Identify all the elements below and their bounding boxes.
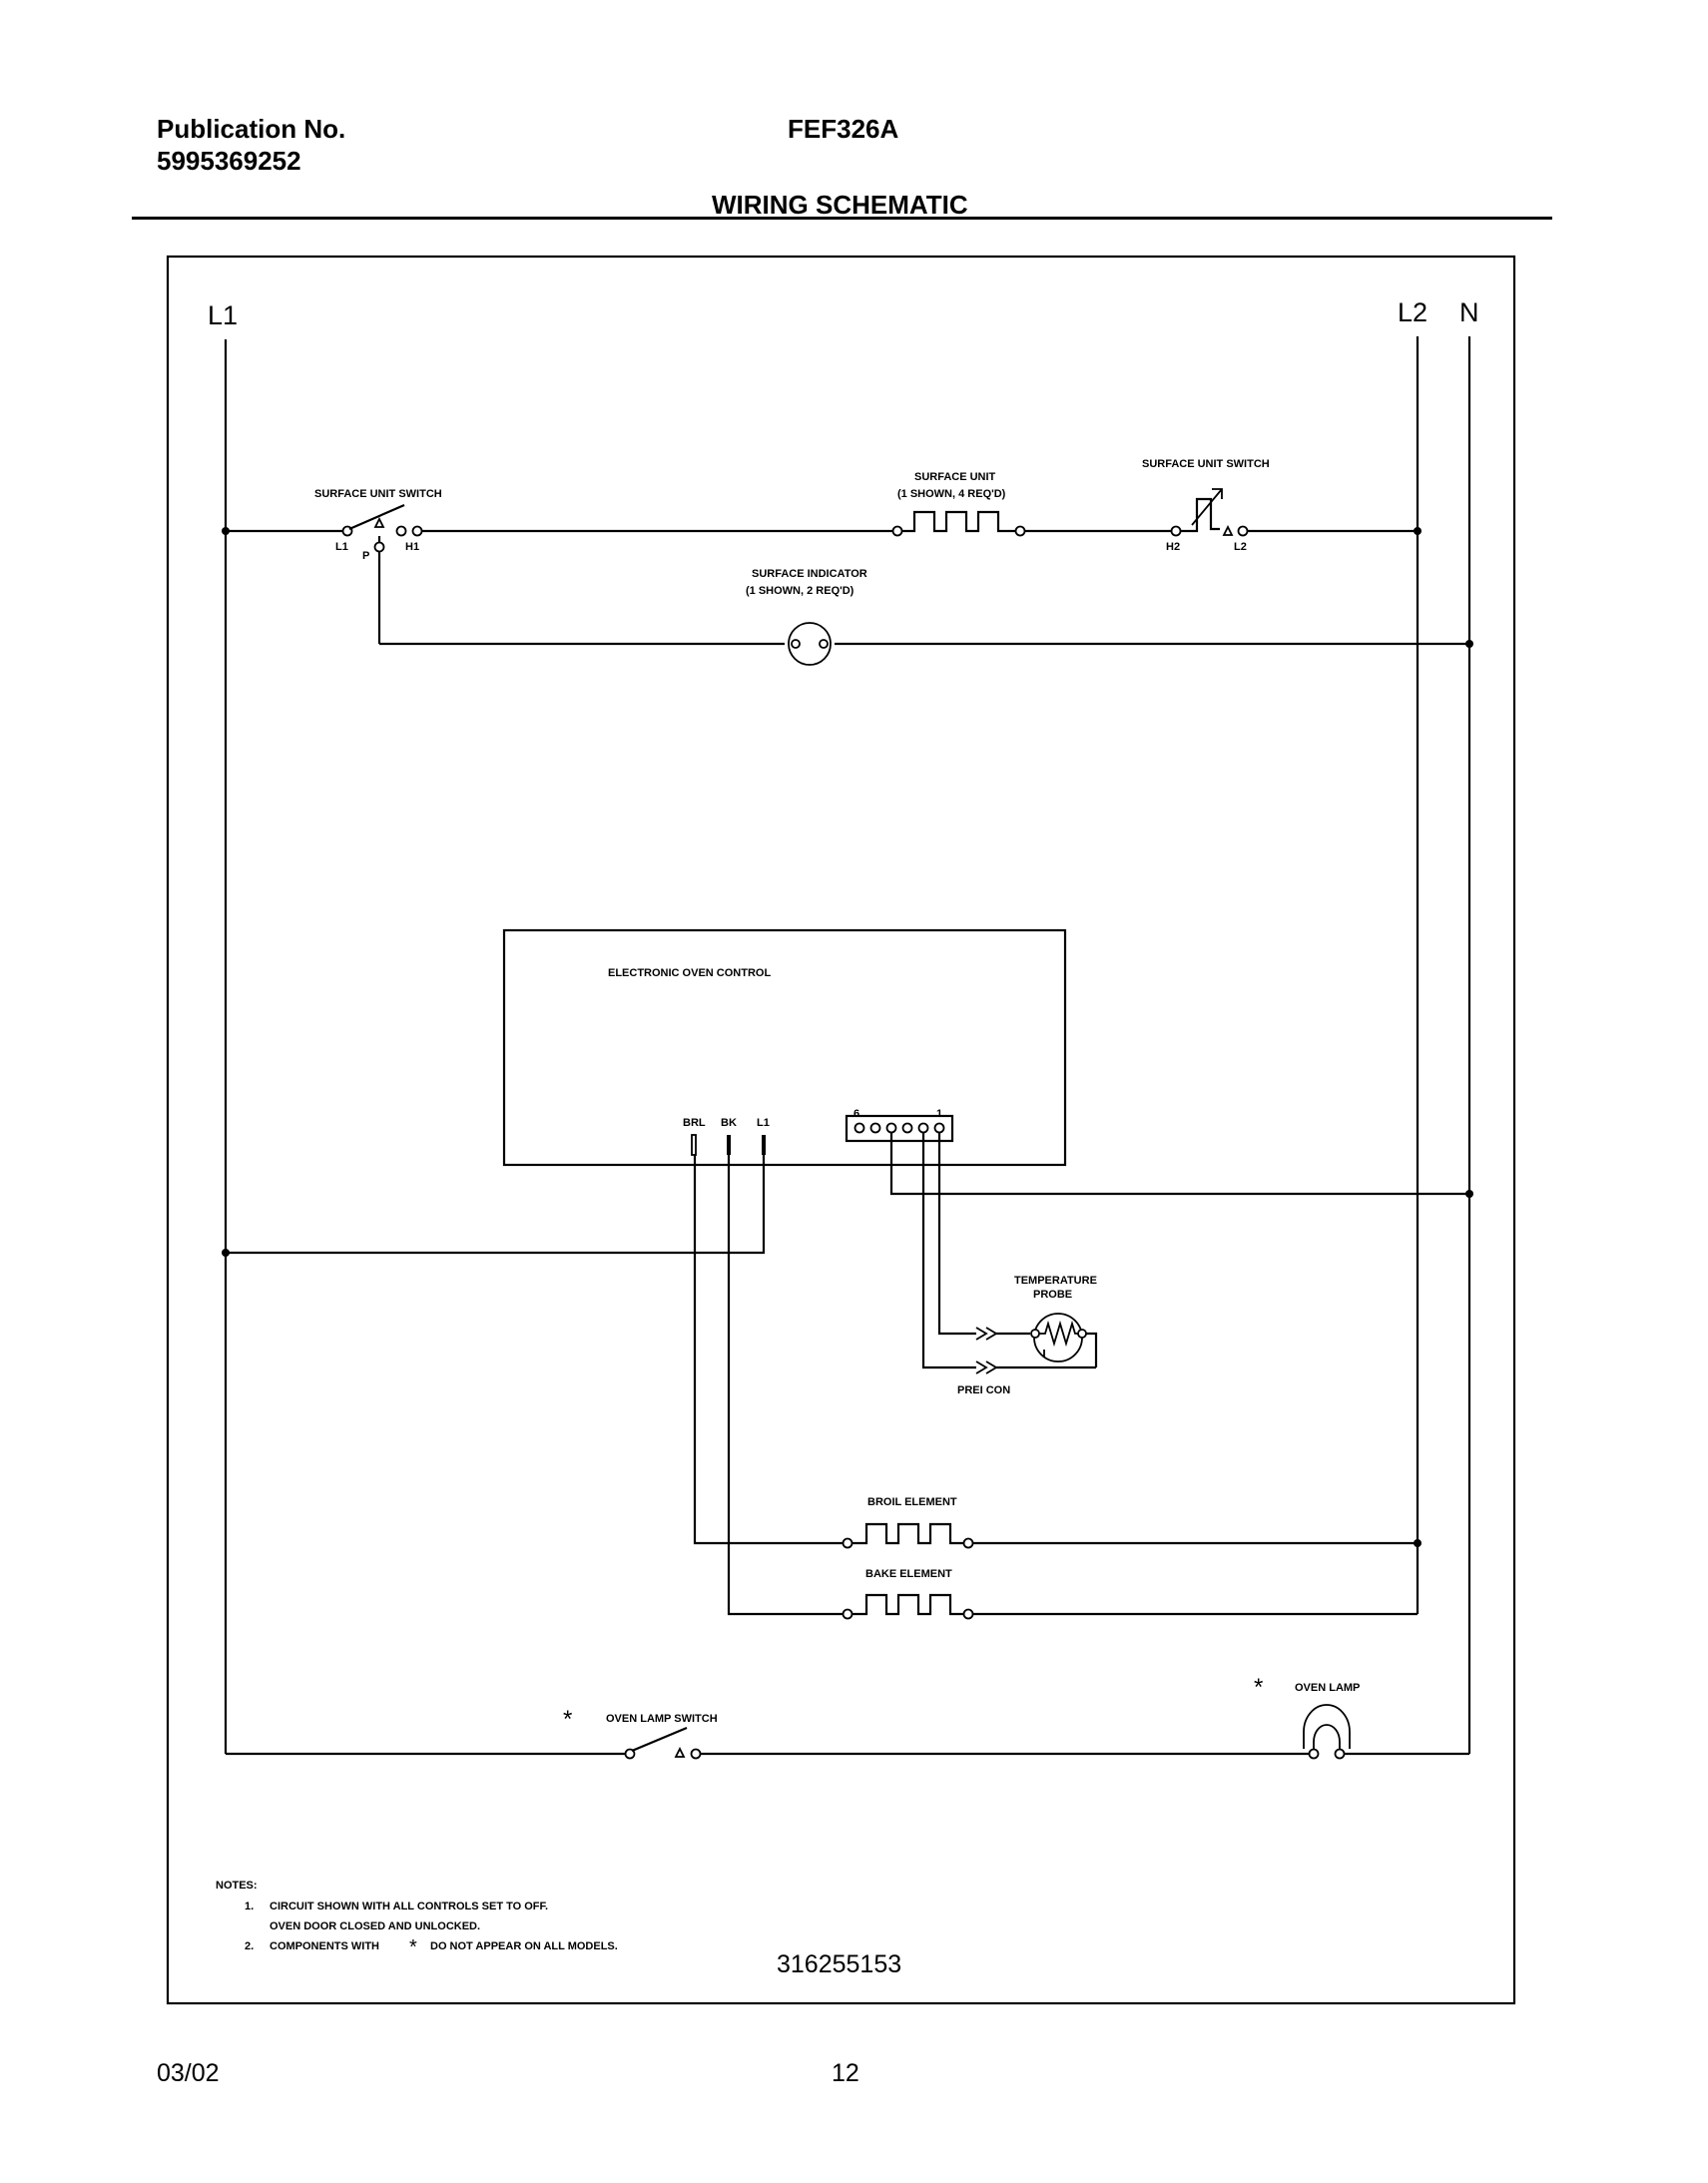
surface-unit-switch-left-label: SURFACE UNIT SWITCH (314, 488, 442, 500)
oven-lamp-label: OVEN LAMP (1295, 1682, 1360, 1694)
temperature-probe-label-2: PROBE (1033, 1289, 1072, 1301)
surface-unit-circuit (222, 488, 1473, 666)
note-1-line-2: OVEN DOOR CLOSED AND UNLOCKED. (270, 1920, 480, 1932)
surface-unit-switch-right-label: SURFACE UNIT SWITCH (1142, 458, 1270, 470)
header-rule (132, 217, 1552, 220)
publication-label: Publication No. (157, 114, 346, 144)
note-2-prefix: COMPONENTS WITH (270, 1940, 379, 1952)
broil-element (693, 1155, 1422, 1549)
note-2-suffix: DO NOT APPEAR ON ALL MODELS. (430, 1940, 618, 1952)
footer-page-number: 12 (832, 2059, 859, 2087)
footer-date: 03/02 (157, 2059, 220, 2087)
rail-label-l2: L2 (1398, 297, 1427, 327)
oven-control-pin-1: 1 (936, 1108, 942, 1120)
surface-switch-left-terminal-h1: H1 (405, 541, 419, 553)
oven-lamp-switch-label: OVEN LAMP SWITCH (606, 1713, 718, 1725)
oven-control-terminal-l1: L1 (757, 1117, 770, 1129)
bake-element (727, 1155, 1418, 1620)
surface-switch-left-terminal-l1: L1 (335, 541, 348, 553)
surface-switch-left-terminal-p: P (362, 550, 369, 562)
note-2-star: * (409, 1936, 417, 1958)
rail-label-l1: L1 (208, 300, 238, 330)
surface-switch-right-terminal-h2: H2 (1166, 541, 1180, 553)
oven-lamp-switch-star: * (563, 1706, 572, 1733)
surface-unit-label: SURFACE UNIT (914, 471, 996, 483)
notes-heading: NOTES: (216, 1880, 258, 1892)
oven-lamp-star: * (1254, 1674, 1263, 1701)
bake-element-label: BAKE ELEMENT (865, 1568, 952, 1580)
section-title: WIRING SCHEMATIC (712, 190, 968, 220)
oven-control-pin-6: 6 (854, 1108, 859, 1120)
oven-control-label: ELECTRONIC OVEN CONTROL (608, 967, 771, 979)
model-number: FEF326A (788, 114, 899, 144)
surface-indicator-label: SURFACE INDICATOR (752, 568, 867, 580)
surface-indicator-note: (1 SHOWN, 2 REQ'D) (746, 585, 854, 597)
note-1-line-1: CIRCUIT SHOWN WITH ALL CONTROLS SET TO O… (270, 1901, 548, 1912)
probe-connector-label: PREI CON (957, 1384, 1010, 1396)
oven-lamp-circuit (226, 1704, 1469, 1760)
publication-number: 5995369252 (157, 146, 301, 176)
drawing-number: 316255153 (777, 1950, 901, 1978)
surface-unit-note: (1 SHOWN, 4 REQ'D) (897, 488, 1006, 500)
note-1-number: 1. (245, 1901, 254, 1912)
schematic-frame (166, 255, 1516, 2005)
electronic-oven-control (502, 928, 1067, 1167)
note-2-number: 2. (245, 1940, 254, 1952)
oven-control-terminal-brl: BRL (683, 1117, 706, 1129)
rail-label-n: N (1459, 297, 1479, 327)
oven-control-wiring (222, 1133, 1473, 1374)
oven-control-terminal-bk: BK (721, 1117, 737, 1129)
surface-switch-right-terminal-l2: L2 (1234, 541, 1247, 553)
temperature-probe-label-1: TEMPERATURE (1014, 1275, 1097, 1287)
broil-element-label: BROIL ELEMENT (867, 1496, 957, 1508)
